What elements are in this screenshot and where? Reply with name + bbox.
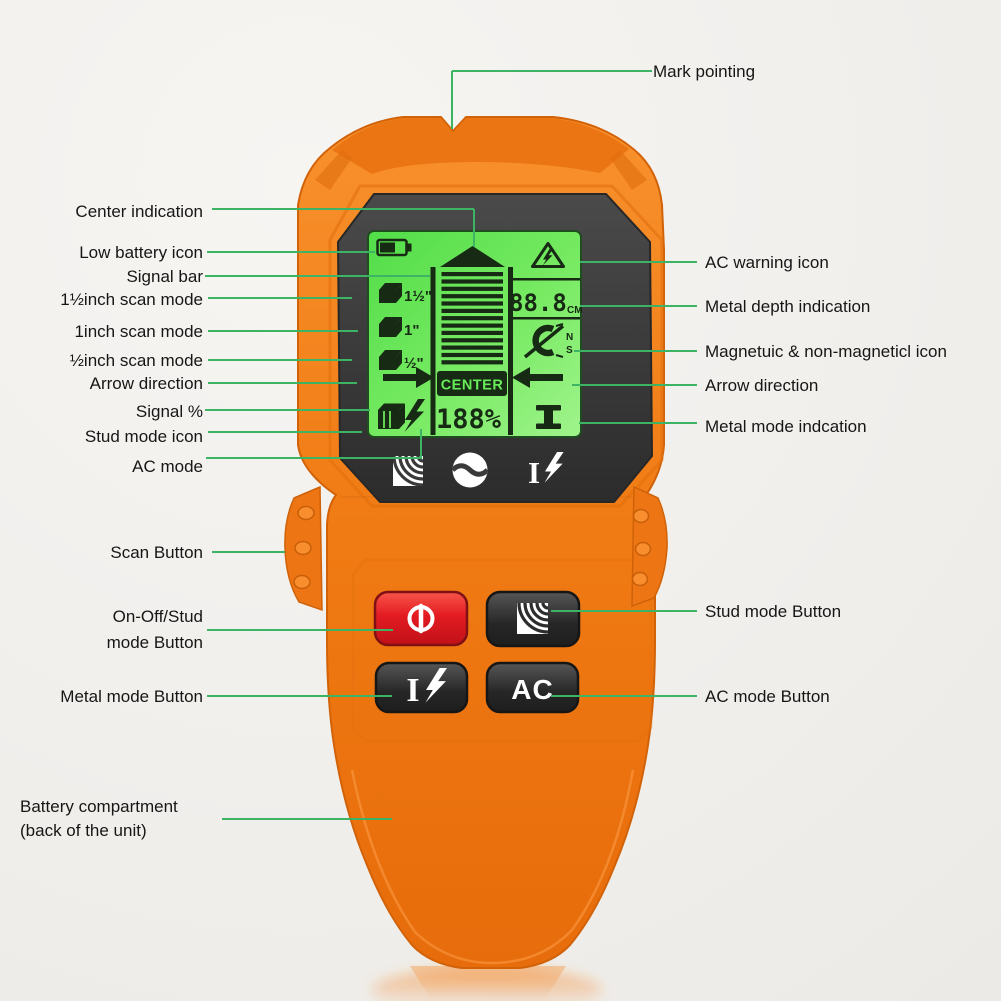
svg-text:S: S bbox=[566, 345, 573, 356]
magnet-ns-icon: N S bbox=[523, 323, 573, 359]
label-center-indication: Center indication bbox=[75, 202, 203, 221]
level-bubble-icon bbox=[452, 452, 488, 488]
scan-mode-half-inch: ½" bbox=[379, 350, 424, 372]
svg-text:½": ½" bbox=[404, 355, 424, 372]
line-stud-mode-button bbox=[551, 610, 697, 612]
line-metal-depth bbox=[580, 305, 697, 307]
label-arrow-direction-left: Arrow direction bbox=[89, 374, 203, 393]
line-low-battery bbox=[207, 251, 375, 253]
label-mark-pointing: Mark pointing bbox=[653, 62, 756, 81]
line-ac-mode-v bbox=[420, 429, 422, 459]
stud-stripes-icon bbox=[517, 603, 548, 634]
ac-mode-button[interactable]: AC bbox=[485, 661, 580, 714]
line-battery-compartment bbox=[222, 818, 392, 820]
svg-text:1": 1" bbox=[404, 322, 419, 339]
top-cap bbox=[332, 118, 629, 174]
scan-button-grip-left[interactable] bbox=[284, 485, 323, 612]
label-arrow-direction-right: Arrow direction bbox=[705, 376, 819, 395]
center-arrow-icon bbox=[440, 246, 505, 267]
left-arrow-icon bbox=[512, 367, 563, 388]
metal-lightning-icon: I bbox=[528, 452, 564, 490]
scan-mode-1-inch: 1" bbox=[379, 317, 419, 339]
ac-warning-icon bbox=[531, 242, 565, 268]
svg-text:1½": 1½" bbox=[404, 288, 432, 305]
line-scan-button bbox=[212, 551, 285, 553]
label-signal-percent: Signal % bbox=[135, 402, 203, 421]
label-1-inch: 1inch scan mode bbox=[74, 322, 203, 341]
line-ac-warning bbox=[580, 261, 697, 263]
svg-text:CM: CM bbox=[567, 305, 583, 316]
line-stud-mode-icon bbox=[208, 431, 362, 433]
svg-text:88.8: 88.8 bbox=[509, 289, 567, 317]
svg-text:CENTER: CENTER bbox=[441, 378, 504, 394]
right-arrow-icon bbox=[383, 367, 434, 388]
line-arrow-direction-left bbox=[208, 382, 357, 384]
label-magnet-icon: Magnetuic & non-magneticl icon bbox=[705, 342, 947, 361]
label-signal-bar: Signal bar bbox=[126, 267, 203, 286]
label-onoff-button: On-Off/Stud mode Button bbox=[106, 607, 203, 652]
metal-depth-display: 88.8 CM bbox=[509, 278, 583, 320]
low-battery-icon bbox=[376, 238, 412, 257]
label-battery-compartment: Battery compartment (back of the unit) bbox=[20, 797, 178, 840]
power-stud-button[interactable] bbox=[373, 590, 469, 647]
line-half-inch bbox=[208, 359, 352, 361]
stud-mode-button[interactable] bbox=[485, 574, 581, 648]
metal-lightning-icon: I bbox=[406, 668, 447, 709]
line-mark-pointing-v bbox=[451, 71, 453, 129]
device-reflection bbox=[372, 966, 602, 1001]
label-1-5-inch: 1½inch scan mode bbox=[60, 290, 203, 309]
line-center-indication-v bbox=[473, 209, 475, 247]
line-metal-indication bbox=[579, 422, 697, 424]
label-ac-mode-button: AC mode Button bbox=[705, 687, 830, 706]
line-arrow-direction-right bbox=[572, 384, 697, 386]
label-ac-warning: AC warning icon bbox=[705, 253, 829, 272]
label-metal-mode-button: Metal mode Button bbox=[60, 687, 203, 706]
label-metal-indication: Metal mode indcation bbox=[705, 417, 867, 436]
line-1-5-inch bbox=[208, 297, 352, 299]
center-label-box: CENTER bbox=[437, 371, 507, 396]
line-1-inch bbox=[208, 330, 358, 332]
ac-button-label: AC bbox=[511, 674, 553, 705]
line-center-indication bbox=[212, 208, 474, 210]
svg-text:I: I bbox=[406, 672, 419, 709]
line-ac-mode bbox=[206, 457, 422, 459]
svg-text:N: N bbox=[566, 332, 573, 343]
line-metal-mode-button bbox=[207, 695, 392, 697]
label-ac-mode: AC mode bbox=[132, 457, 203, 476]
line-mark-pointing bbox=[452, 70, 652, 72]
scan-button-grip-right[interactable] bbox=[631, 485, 668, 608]
signal-bars bbox=[430, 267, 513, 435]
line-signal-percent bbox=[205, 409, 370, 411]
signal-percent-value: 188% bbox=[436, 404, 502, 435]
label-low-battery: Low battery icon bbox=[79, 243, 203, 262]
bezel-icon-row: I bbox=[393, 452, 564, 490]
label-half-inch: ½inch scan mode bbox=[69, 351, 203, 370]
line-ac-mode-button bbox=[551, 695, 697, 697]
svg-text:I: I bbox=[528, 455, 540, 490]
power-icon bbox=[407, 603, 435, 634]
line-signal-bar bbox=[205, 275, 430, 277]
line-onoff-button bbox=[207, 629, 393, 631]
scan-mode-1-5-inch: 1½" bbox=[379, 283, 432, 305]
line-magnet-icon bbox=[574, 350, 697, 352]
stud-stripes-icon bbox=[393, 456, 423, 486]
lcd-glyphs: 1½" 1" ½" CENTER bbox=[376, 238, 583, 435]
stud-cube-icon bbox=[378, 403, 405, 429]
label-scan-button: Scan Button bbox=[110, 543, 203, 562]
label-stud-mode-button: Stud mode Button bbox=[705, 602, 842, 621]
metal-mode-button[interactable]: I bbox=[374, 661, 469, 714]
label-stud-mode-icon: Stud mode icon bbox=[84, 427, 203, 446]
label-metal-depth: Metal depth indication bbox=[705, 297, 871, 316]
metal-beam-icon bbox=[536, 405, 561, 429]
